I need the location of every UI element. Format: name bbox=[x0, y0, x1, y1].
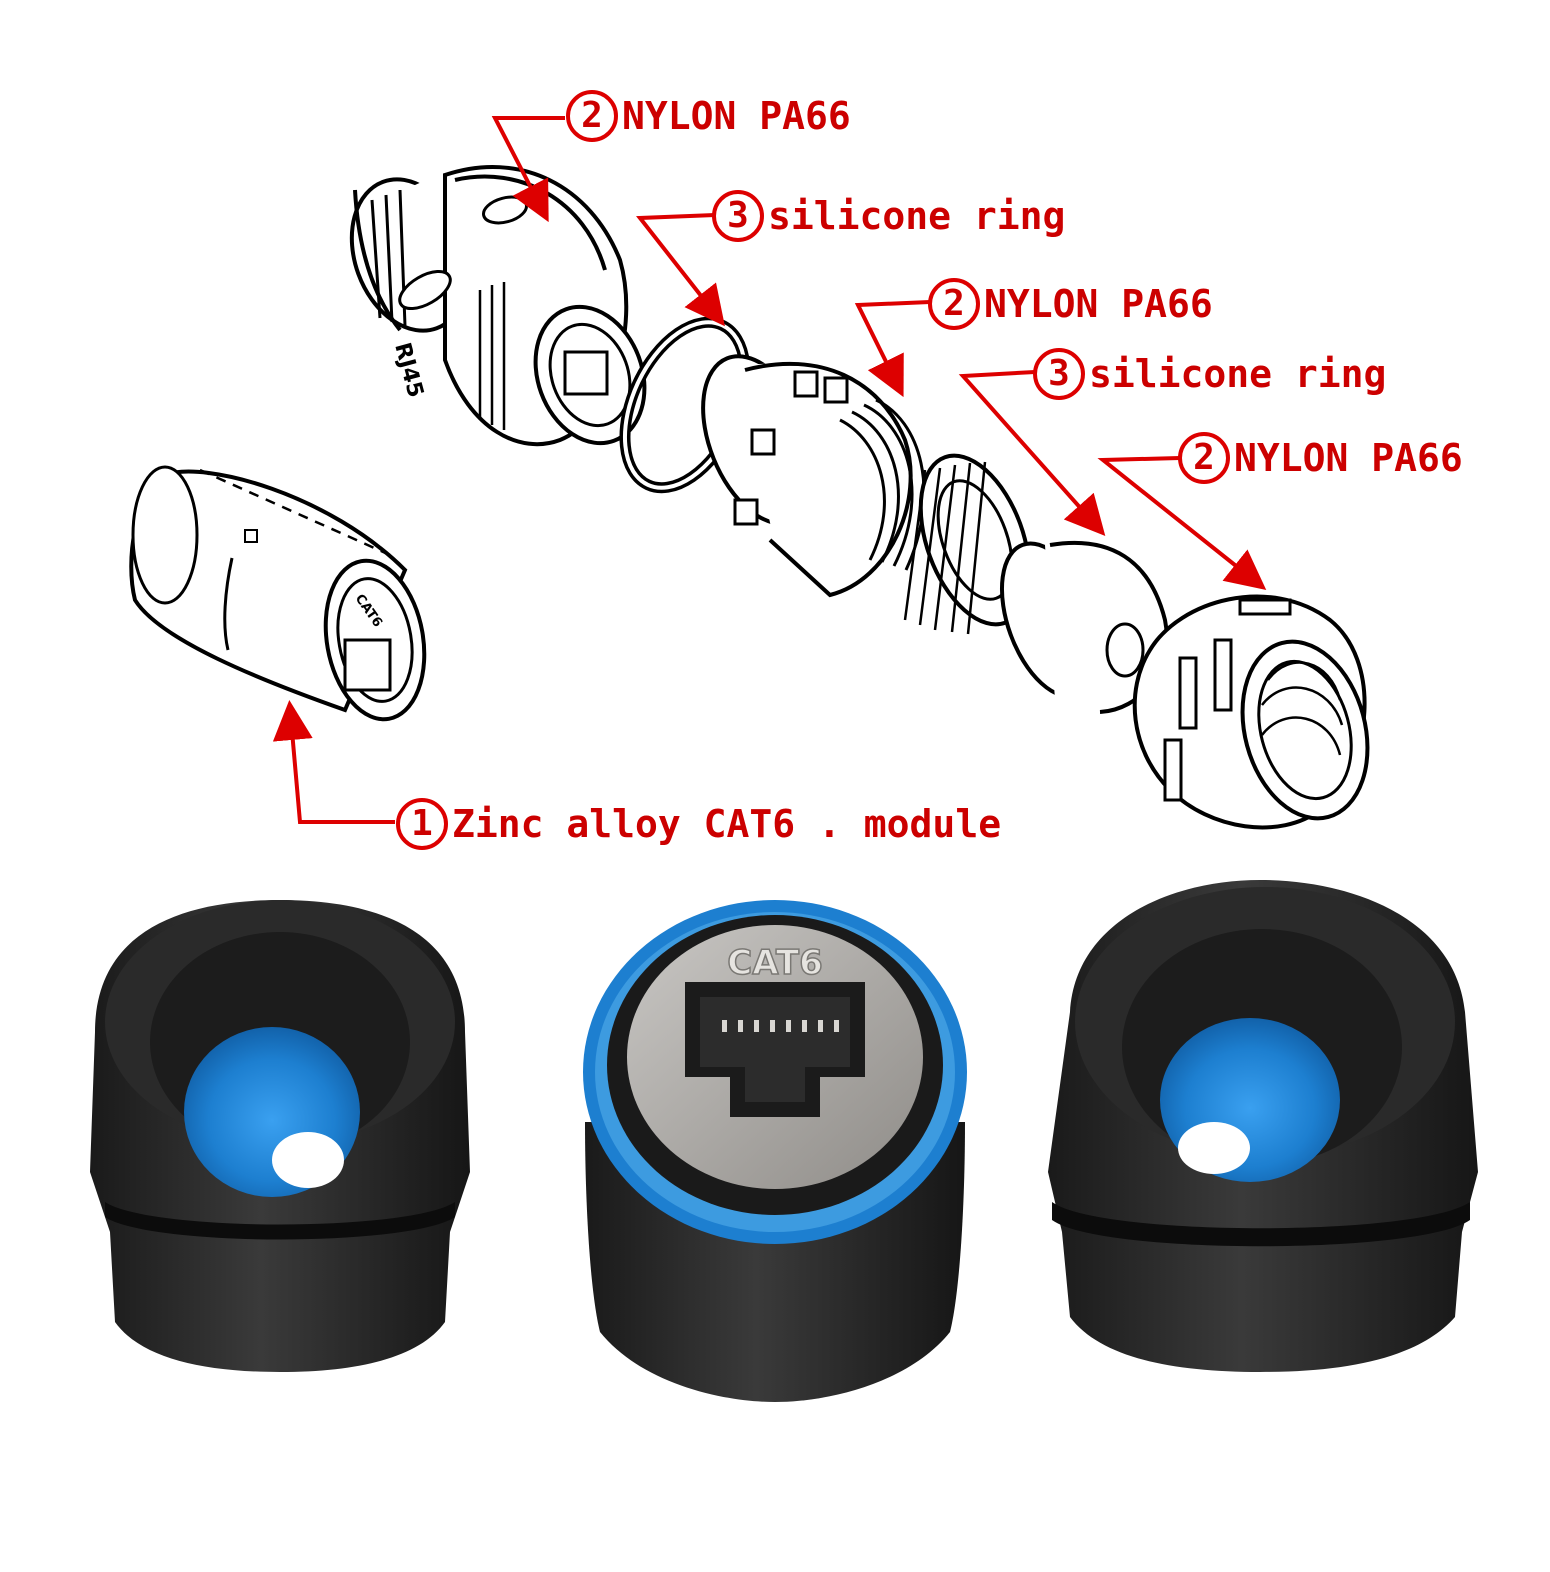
callout-number-6: 1 bbox=[396, 798, 448, 850]
front-housing-part bbox=[349, 160, 647, 447]
photo-cap-left bbox=[90, 900, 470, 1372]
photo-cat6-marking: CAT6 bbox=[727, 943, 822, 983]
callout-text-5: NYLON PA66 bbox=[1234, 436, 1463, 480]
callout-number-3: 2 bbox=[928, 278, 980, 330]
callout-number-2: 3 bbox=[712, 190, 764, 242]
rj45-marking: RJ45 bbox=[389, 340, 428, 400]
callout-leaders bbox=[272, 116, 1267, 824]
callout-text-1: NYLON PA66 bbox=[622, 94, 851, 138]
callout-text-6: Zinc alloy CAT6 . module bbox=[452, 802, 1002, 846]
end-cap-part bbox=[1132, 594, 1370, 830]
callout-number-1: 2 bbox=[566, 90, 618, 142]
exploded-view-drawing: RJ45 bbox=[129, 116, 1370, 830]
product-photos: CAT6 bbox=[90, 880, 1478, 1402]
photo-connector-center: CAT6 bbox=[583, 900, 967, 1402]
middle-body-part bbox=[701, 354, 1032, 635]
callout-text-4: silicone ring bbox=[1089, 352, 1387, 396]
callout-text-2: silicone ring bbox=[768, 194, 1066, 238]
cat6-module-part bbox=[129, 465, 427, 722]
callout-number-5: 2 bbox=[1178, 432, 1230, 484]
callout-number-4: 3 bbox=[1033, 348, 1085, 400]
photo-cap-right bbox=[1048, 880, 1478, 1372]
callout-text-3: NYLON PA66 bbox=[984, 282, 1213, 326]
